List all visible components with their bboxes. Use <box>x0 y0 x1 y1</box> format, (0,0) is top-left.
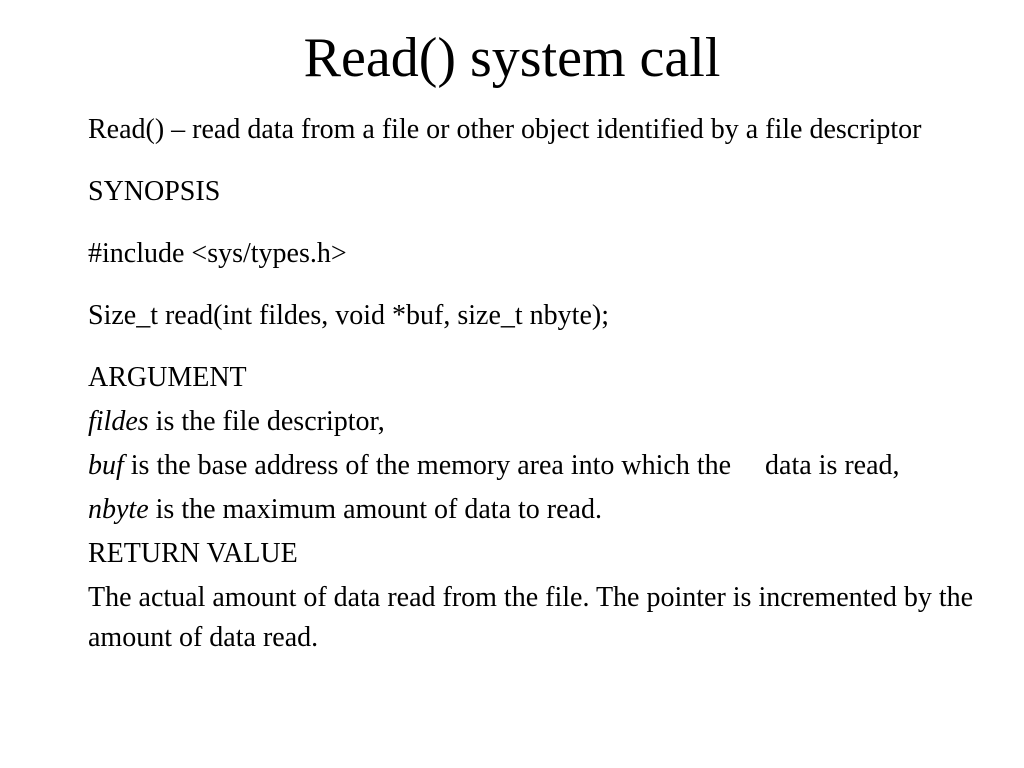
include-line: #include <sys/types.h> <box>88 238 347 269</box>
argument-term-nbyte: nbyte <box>88 494 149 525</box>
return-value-text: The actual amount of data read from the … <box>88 582 974 653</box>
slide-body: Read() – read data from a file or other … <box>88 110 988 658</box>
argument-desc-fildes: is the file descriptor, <box>148 406 385 437</box>
argument-term-fildes: fildes <box>88 406 149 437</box>
slide-title: Read() system call <box>303 27 721 89</box>
argument-fildes: fildes is the file descriptor, <box>88 402 988 442</box>
function-signature: Size_t read(int fildes, void *buf, size_… <box>88 300 609 331</box>
argument-desc-buf: is the base address of the memory area i… <box>123 450 732 481</box>
description-text: Read() – read data from a file or other … <box>88 114 922 145</box>
argument-desc-nbyte: is the maximum amount of data to read. <box>148 494 602 525</box>
argument-nbyte: nbyte is the maximum amount of data to r… <box>88 490 988 530</box>
return-value-heading: RETURN VALUE <box>88 538 298 569</box>
argument-term-buf: buf <box>88 450 124 481</box>
argument-desc-buf-tail: data is read, <box>765 450 900 481</box>
argument-buf: buf is the base address of the memory ar… <box>88 446 988 486</box>
argument-heading: ARGUMENT <box>88 362 247 393</box>
synopsis-heading: SYNOPSIS <box>88 176 221 207</box>
